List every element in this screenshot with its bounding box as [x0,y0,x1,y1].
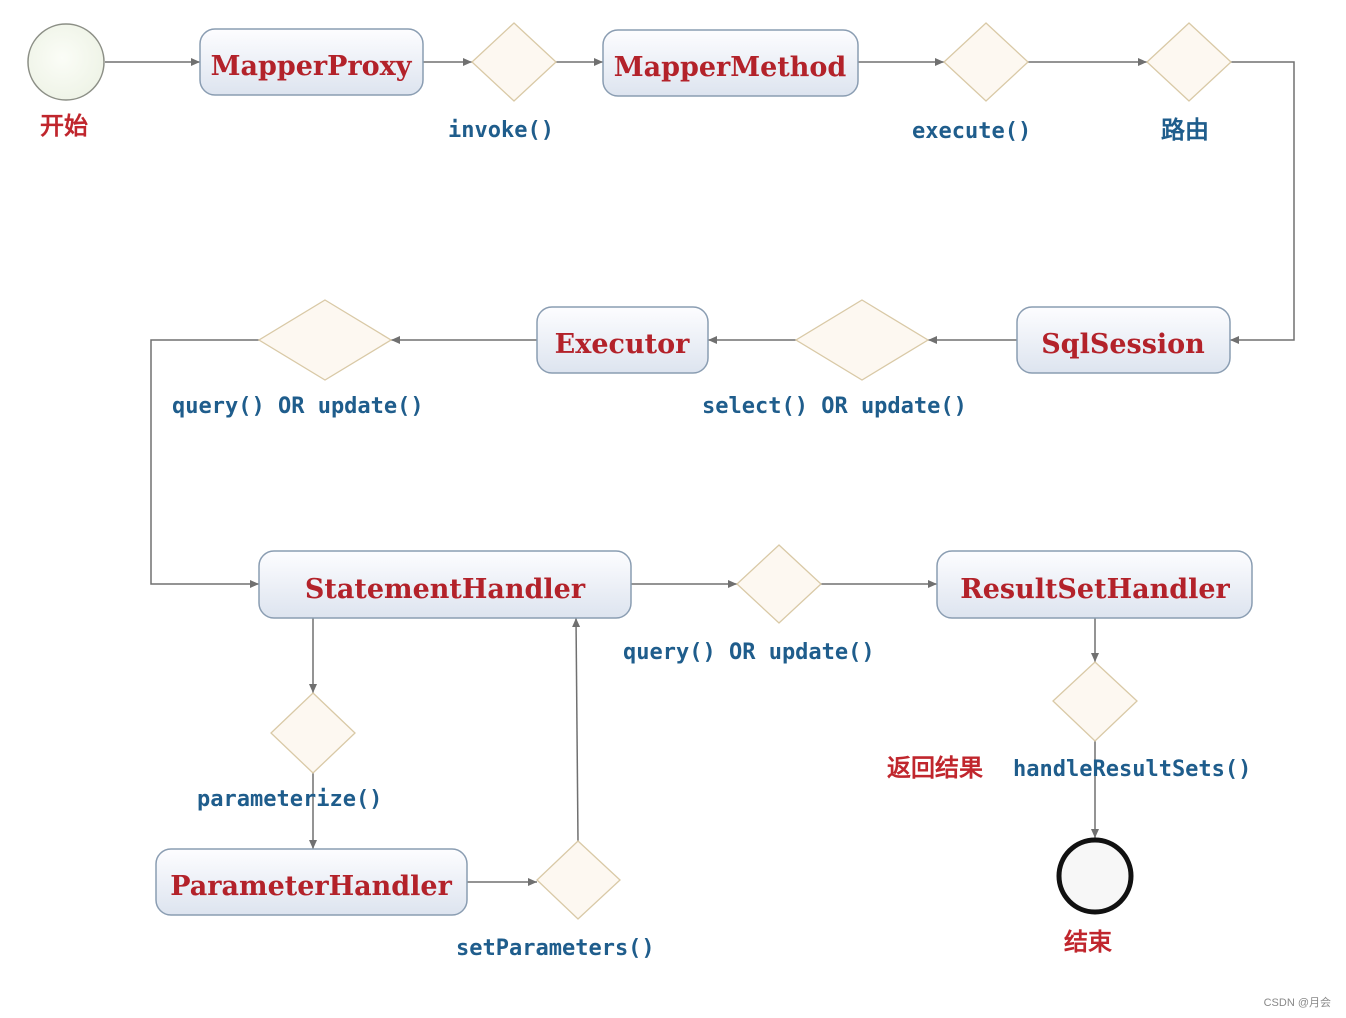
end-label: 结束 [1064,928,1113,956]
end-node [1056,837,1134,915]
node-mapperproxy: MapperProxy [199,28,424,96]
label-return-result: 返回结果 [887,754,983,782]
node-executor-box [536,306,709,374]
node-sqlsession-box [1016,306,1231,374]
node-statementhandler: StatementHandler [258,550,632,619]
diamond-invoke [471,22,557,102]
label-parameterize: parameterize() [197,787,382,812]
edge-setparameters-to-statementhandler [572,617,581,842]
edge-query-to-statementhandler [150,339,259,588]
node-mappermethod: MapperMethod [602,29,859,97]
label-query-or-update-executor: query() OR update() [172,394,424,419]
diamond-setparameters [536,840,621,920]
label-select-or-update: select() OR update() [702,394,967,419]
node-sqlsession-label: SqlSession [1041,329,1205,360]
node-parameterhandler-box [155,848,468,916]
edge-route-to-sqlsession [1230,61,1295,344]
node-mappermethod-box [602,29,859,97]
node-resultsethandler-label: ResultSetHandler [960,574,1230,605]
diamond-query-executor [257,299,393,381]
watermark: CSDN @月会 [1264,996,1331,1009]
node-resultsethandler-box [936,550,1253,619]
diamond-query-statement [736,544,822,624]
label-execute: execute() [912,119,1031,144]
node-executor: Executor [536,306,709,374]
node-statementhandler-label: StatementHandler [305,574,586,605]
label-route: 路由 [1161,116,1209,144]
node-parameterhandler-label: ParameterHandler [170,871,452,902]
label-handleresultsets: handleResultSets() [1013,757,1251,782]
diamond-execute [943,22,1029,102]
label-invoke: invoke() [448,118,554,143]
diamond-route [1146,22,1232,102]
diamond-select [794,299,930,381]
node-statementhandler-box [258,550,632,619]
diamond-handleresultsets [1052,661,1138,742]
node-sqlsession: SqlSession [1016,306,1231,374]
label-setparameters: setParameters() [456,936,655,961]
node-mapperproxy-label: MapperProxy [211,51,413,82]
start-node [27,23,105,101]
start-label: 开始 [40,112,88,140]
node-mappermethod-label: MapperMethod [614,52,847,83]
node-executor-label: Executor [555,329,690,360]
node-parameterhandler: ParameterHandler [155,848,468,916]
node-mapperproxy-box [199,28,424,96]
diamond-parameterize [270,692,356,774]
label-query-or-update-statement: query() OR update() [623,640,875,665]
node-resultsethandler: ResultSetHandler [936,550,1253,619]
edges [105,58,1295,886]
